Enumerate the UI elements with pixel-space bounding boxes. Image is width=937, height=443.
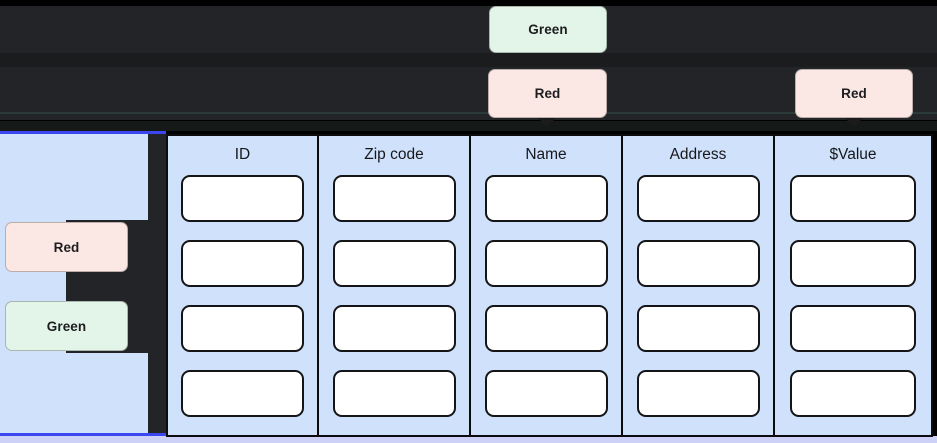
badge-toolbar-red-right[interactable]: Red (795, 69, 913, 118)
badge-sidebar-green[interactable]: Green (5, 301, 128, 351)
table-cell-input[interactable] (332, 305, 456, 352)
column-header: Name (525, 146, 567, 163)
table-cell-input[interactable] (790, 175, 916, 222)
table-column: Name (470, 134, 622, 437)
toolbar-row-2[interactable] (0, 67, 937, 120)
sidebar-top-accent (0, 131, 166, 134)
table-cell-input[interactable] (790, 370, 916, 417)
toolbar-gap (0, 53, 937, 67)
badge-toolbar-red-center[interactable]: Red (488, 69, 607, 118)
column-cells (623, 175, 773, 417)
table-cell-input[interactable] (181, 175, 304, 222)
column-header: $Value (829, 146, 877, 163)
table-cell-input[interactable] (636, 240, 760, 287)
badge-toolbar-green[interactable]: Green (489, 6, 607, 53)
table-column: Zip code (318, 134, 470, 437)
table-cell-input[interactable] (332, 175, 456, 222)
sidebar-bottom-accent (0, 433, 166, 436)
table-cell-input[interactable] (636, 175, 760, 222)
table-cell-input[interactable] (636, 305, 760, 352)
toolbar-row-1[interactable] (0, 6, 937, 53)
column-header: Zip code (364, 146, 424, 163)
table-columns: ID Zip code Name Address $Value (166, 134, 937, 437)
sidebar-bottom-notch (148, 415, 167, 436)
table-cell-input[interactable] (484, 240, 608, 287)
sidebar-row-strip-2[interactable] (66, 273, 162, 298)
column-header: Address (669, 146, 727, 163)
table-cell-input[interactable] (181, 240, 304, 287)
toolbar-row-3[interactable] (0, 121, 937, 131)
table-cell-input[interactable] (181, 370, 304, 417)
bottom-strip-right (166, 437, 937, 443)
column-cells (775, 175, 931, 417)
table-cell-input[interactable] (790, 240, 916, 287)
caret-down-icon-center (538, 118, 556, 127)
table-column: Address (622, 134, 774, 437)
table-cell-input[interactable] (332, 370, 456, 417)
badge-sidebar-red[interactable]: Red (5, 222, 128, 272)
table-cell-input[interactable] (484, 175, 608, 222)
toolbar-accent-line (0, 112, 937, 114)
column-cells (471, 175, 621, 417)
column-cells (319, 175, 469, 417)
sidebar-rail[interactable] (148, 134, 167, 433)
table-cell-input[interactable] (790, 305, 916, 352)
table-cell-input[interactable] (181, 305, 304, 352)
table-cell-input[interactable] (484, 305, 608, 352)
caret-down-icon-right (845, 118, 863, 127)
table-cell-input[interactable] (332, 240, 456, 287)
table-cell-input[interactable] (636, 370, 760, 417)
table-column: ID (166, 134, 318, 437)
column-header: ID (234, 146, 251, 163)
table-cell-input[interactable] (484, 370, 608, 417)
column-cells (168, 175, 317, 417)
table-column: $Value (774, 134, 933, 437)
